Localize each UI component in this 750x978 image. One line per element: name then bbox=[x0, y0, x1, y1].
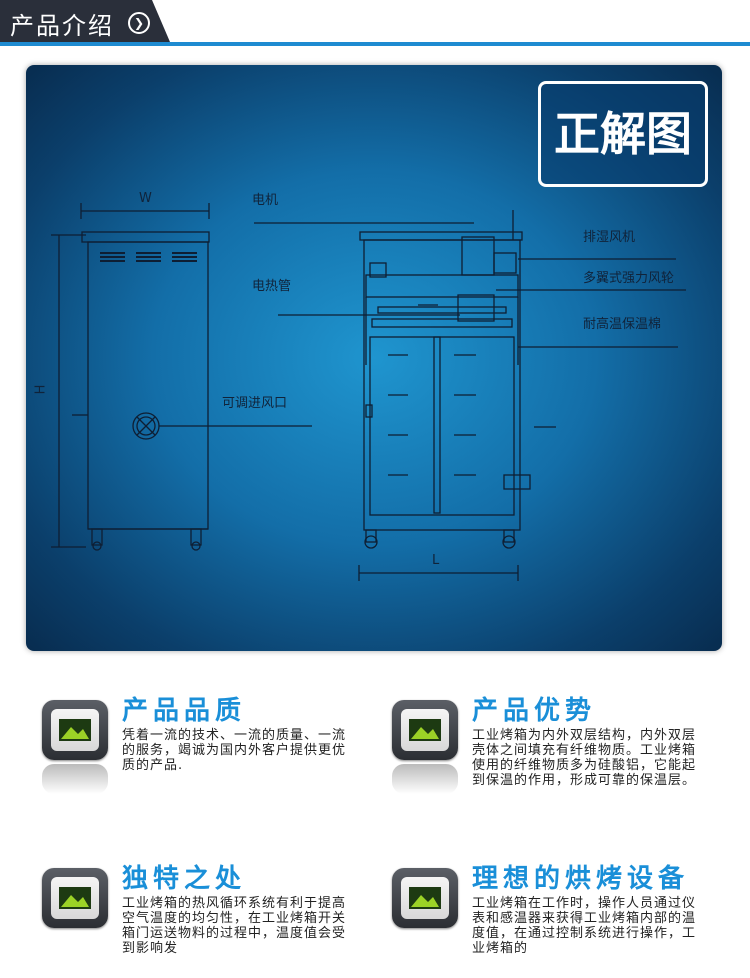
oven-front-body bbox=[87, 241, 209, 530]
feature-title: 独特之处 bbox=[122, 864, 247, 894]
insulation-layer bbox=[365, 274, 519, 298]
image-icon bbox=[42, 868, 108, 928]
feature-body: 工业烤箱的热风循环系统有利于提高空气温度的均匀性，在工业烤箱开关箱门运送物料的过… bbox=[122, 896, 347, 956]
diagram-panel: W H L 电机 电热管 可调进风口 排湿风机 多翼式强力风轮 耐高温保温棉 正… bbox=[26, 65, 722, 651]
feature-body: 工业烤箱在工作时，操作人员通过仪表和感温器来获得工业烤箱内部的温度值，在通过控制… bbox=[472, 896, 697, 956]
feature-title: 产品优势 bbox=[472, 696, 597, 726]
image-icon bbox=[42, 700, 108, 760]
icon-reflection bbox=[392, 764, 458, 794]
section-title: 产品介绍 bbox=[10, 12, 114, 40]
inlet-label: 可调进风口 bbox=[222, 396, 288, 411]
motor-label: 电机 bbox=[252, 193, 279, 208]
door-latch bbox=[503, 474, 531, 490]
diagram-badge-text: 正解图 bbox=[554, 107, 692, 161]
feature-title: 产品品质 bbox=[122, 696, 247, 726]
exhaust-fan-label: 排湿风机 bbox=[583, 230, 636, 245]
oven-section-body bbox=[363, 239, 521, 531]
l-dimension-label: L bbox=[432, 553, 440, 568]
feature-body: 工业烤箱为内外双层结构，内外双层壳体之间填充有纤维物质。工业烤箱使用的纤维物质多… bbox=[472, 728, 697, 788]
feature-ideal: 理想的烘烤设备 工业烤箱在工作时，操作人员通过仪表和感温器来获得工业烤箱内部的温… bbox=[392, 858, 722, 978]
h-dimension-label: H bbox=[33, 384, 49, 395]
feature-body: 凭着一流的技术、一流的质量、一流的服务，竭诚为国内外客户提供更优质的产品. bbox=[122, 728, 347, 773]
image-icon bbox=[392, 868, 458, 928]
feature-advantage: 产品优势 工业烤箱为内外双层结构，内外双层壳体之间填充有纤维物质。工业烤箱使用的… bbox=[392, 690, 722, 810]
feature-quality: 产品品质 凭着一流的技术、一流的质量、一流的服务，竭诚为国内外客户提供更优质的产… bbox=[42, 690, 372, 810]
w-dimension-label: W bbox=[139, 191, 152, 206]
feature-title: 理想的烘烤设备 bbox=[472, 864, 690, 894]
impeller-label: 多翼式强力风轮 bbox=[583, 271, 675, 286]
oven-section-top bbox=[359, 231, 523, 241]
impeller-icon bbox=[457, 294, 495, 322]
icon-reflection bbox=[42, 764, 108, 794]
image-icon bbox=[392, 700, 458, 760]
insulation-label: 耐高温保温棉 bbox=[583, 317, 662, 332]
exhaust-fan-icon bbox=[493, 252, 517, 274]
motor-icon bbox=[461, 236, 495, 276]
oven-diagram bbox=[51, 203, 686, 581]
center-rack bbox=[433, 336, 441, 514]
feature-unique: 独特之处 工业烤箱的热风循环系统有利于提高空气温度的均匀性，在工业烤箱开关箱门运… bbox=[42, 858, 372, 978]
diagram-badge: 正解图 bbox=[538, 81, 708, 187]
heater-label: 电热管 bbox=[252, 279, 292, 294]
circle-chevron-right-icon[interactable]: ❯ bbox=[128, 12, 150, 34]
oven-front-top bbox=[81, 231, 210, 243]
section-header: 产品介绍 ❯ bbox=[0, 0, 750, 50]
header-underline bbox=[0, 42, 750, 46]
oven-chamber bbox=[369, 336, 515, 516]
